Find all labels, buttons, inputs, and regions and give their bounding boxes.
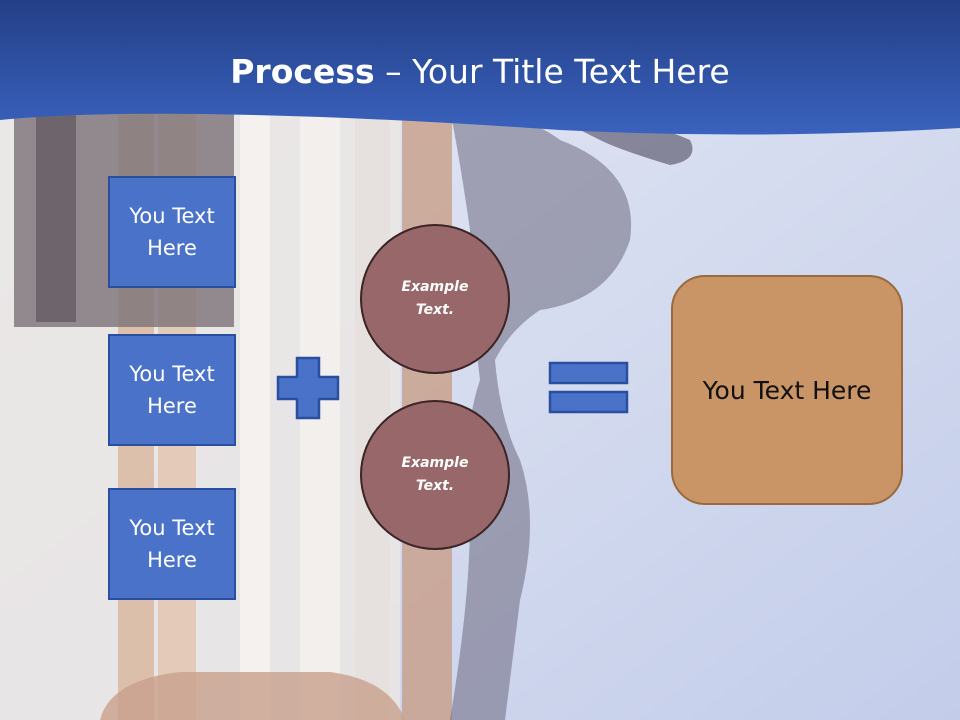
slide-title: Process – Your Title Text Here xyxy=(0,52,960,91)
text-box-3-line1: You Text xyxy=(129,516,215,540)
result-label: You Text Here xyxy=(702,375,872,405)
equals-icon xyxy=(548,361,629,414)
example-circle-1-line1: Example xyxy=(401,279,469,295)
text-box-2-line2: Here xyxy=(147,394,197,418)
title-rest: – Your Title Text Here xyxy=(374,52,730,91)
text-box-1-line1: You Text xyxy=(129,204,215,228)
text-box-2-line1: You Text xyxy=(129,362,215,386)
result-box[interactable]: You Text Here xyxy=(671,275,903,505)
text-box-3-line2: Here xyxy=(147,548,197,572)
example-circle-2-line1: Example xyxy=(401,455,469,471)
text-box-1-line2: Here xyxy=(147,236,197,260)
plus-icon xyxy=(276,356,340,420)
example-circle-1-line2: Text. xyxy=(415,302,455,318)
example-circle-2-line2: Text. xyxy=(415,478,455,494)
title-bold: Process xyxy=(230,52,375,91)
